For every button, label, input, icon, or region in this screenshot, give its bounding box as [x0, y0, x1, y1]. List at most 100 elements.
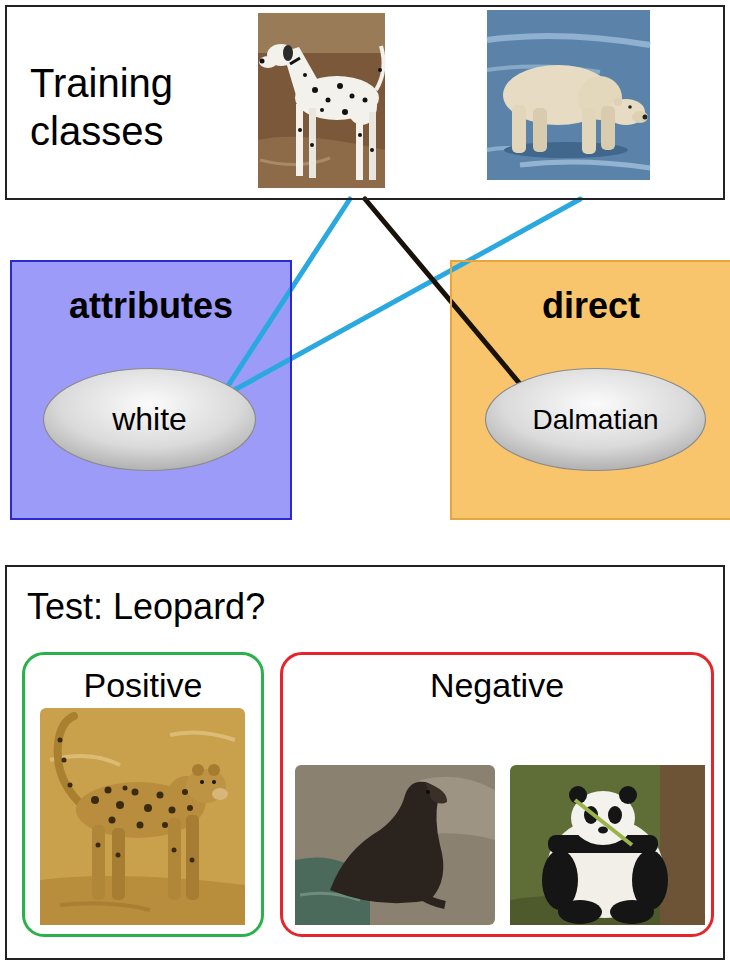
leopard-photo-part	[96, 843, 101, 848]
leopard-photo-part	[123, 786, 128, 791]
panda-photo-part	[558, 900, 602, 924]
group-box: Dalmatian direct	[450, 260, 730, 520]
dalmatian-photo-part	[356, 114, 363, 180]
leopard-photo-part	[116, 801, 124, 809]
dalmatian-photo-part	[358, 133, 362, 137]
leopard-photo-part	[192, 764, 204, 776]
node-label: white	[112, 400, 187, 438]
seal-photo-part	[330, 782, 443, 904]
panda-photo	[510, 765, 705, 925]
box-fill	[450, 260, 730, 520]
node-label: Training classes	[30, 59, 230, 155]
leopard-photo-part	[169, 807, 176, 814]
polar-bear-photo	[487, 10, 650, 180]
leopard-photo-part	[58, 738, 195, 863]
seal-photo-part	[295, 765, 495, 925]
panel-box: Positive Negative Test: Leopard?	[5, 565, 725, 960]
leopard-photo-part	[68, 783, 73, 788]
leopard-photo-part	[186, 815, 199, 900]
node-label: Negative	[430, 665, 564, 706]
seal-photo-part	[405, 880, 445, 905]
ellipse-shape	[44, 369, 256, 471]
dalmatian-photo-part	[369, 112, 376, 180]
leopard-photo-part	[208, 764, 220, 776]
leopard-photo-part	[212, 780, 216, 784]
node-label: Test: Leopard?	[27, 585, 265, 628]
dalmatian-photo-part	[260, 158, 330, 165]
dalmatian-photo-part	[258, 137, 385, 188]
leopard-photo-part	[112, 828, 125, 900]
polar-bear-photo-part	[582, 108, 596, 154]
group-box: white attributes	[10, 260, 292, 520]
leopard-photo-part	[116, 853, 121, 858]
polar-bear-photo-part	[520, 162, 650, 168]
dalmatian-photo-part	[258, 13, 385, 188]
dalmatian-photo-part	[298, 128, 302, 132]
node-label: Positive	[83, 665, 202, 706]
polar-bear-photo-part	[628, 105, 632, 109]
leopard-photo-part	[60, 903, 150, 910]
connector-line	[365, 199, 519, 383]
leopard-photo-part	[105, 787, 112, 794]
leopard-photo-part	[92, 825, 105, 900]
leopard-photo-part	[190, 858, 195, 863]
dalmatian-photo-part	[310, 143, 314, 147]
dalmatian-photo-part	[283, 45, 293, 61]
concept-ellipse: white	[42, 367, 257, 472]
leopard-photo-part	[132, 789, 139, 796]
dalmatian-photo-part	[309, 108, 316, 178]
result-box: Negative	[280, 652, 714, 937]
polar-bear-photo-part	[632, 111, 648, 123]
panda-photo-part	[660, 765, 705, 925]
leopard-photo-part	[157, 792, 164, 799]
dalmatian-photo-part	[370, 148, 374, 152]
node-label: direct	[542, 284, 640, 327]
dalmatian-photo	[258, 13, 385, 188]
box-fill	[10, 260, 292, 520]
polar-bear-photo-part	[487, 10, 650, 180]
polar-bear-photo-part	[533, 108, 547, 152]
leopard-photo-part	[40, 876, 245, 925]
leopard-photo	[40, 708, 245, 925]
polar-bear-photo-part	[643, 115, 648, 120]
leopard-photo-part	[212, 788, 228, 800]
dalmatian-photo-part	[320, 108, 324, 112]
polar-bear-photo-part	[512, 105, 526, 153]
dalmatian-photo-part	[259, 56, 277, 68]
leopard-photo-part	[58, 716, 82, 805]
dalmatian-photo-part	[337, 83, 343, 89]
concept-ellipse: Dalmatian	[484, 367, 707, 472]
ellipse-shape	[486, 369, 706, 471]
dalmatian-photo-part	[378, 68, 382, 72]
polar-bear-photo-part	[601, 106, 615, 150]
leopard-photo-part	[200, 780, 204, 784]
dalmatian-photo-part	[260, 59, 265, 64]
leopard-photo-part	[168, 818, 181, 900]
node-label: Dalmatian	[532, 403, 658, 437]
leopard-photo-part	[170, 732, 235, 740]
leopard-photo-part	[182, 789, 188, 795]
seal-photo-part	[426, 790, 430, 794]
dalmatian-photo-part	[326, 98, 331, 103]
panel-box: Training classes	[5, 5, 725, 200]
leopard-photo-part	[58, 738, 63, 743]
node-label: attributes	[69, 284, 233, 327]
leopard-photo-part	[172, 848, 177, 853]
panda-photo-part	[510, 765, 705, 925]
panda-photo-part	[575, 800, 632, 845]
leopard-photo-part	[109, 817, 116, 824]
dalmatian-photo-part	[363, 98, 368, 103]
panda-photo-part	[619, 786, 637, 804]
leopard-photo-part	[91, 796, 99, 804]
dalmatian-photo-part	[376, 46, 384, 90]
seal-photo	[295, 765, 495, 925]
dalmatian-photo-part	[350, 94, 355, 99]
seal-photo-part	[425, 782, 447, 804]
polar-bear-photo-part	[614, 98, 622, 106]
leopard-photo-part	[144, 804, 152, 812]
leopard-photo-part	[162, 822, 168, 828]
dalmatian-photo-part	[296, 104, 303, 176]
leopard-photo-part	[187, 805, 193, 811]
leopard-photo-part	[40, 708, 245, 925]
